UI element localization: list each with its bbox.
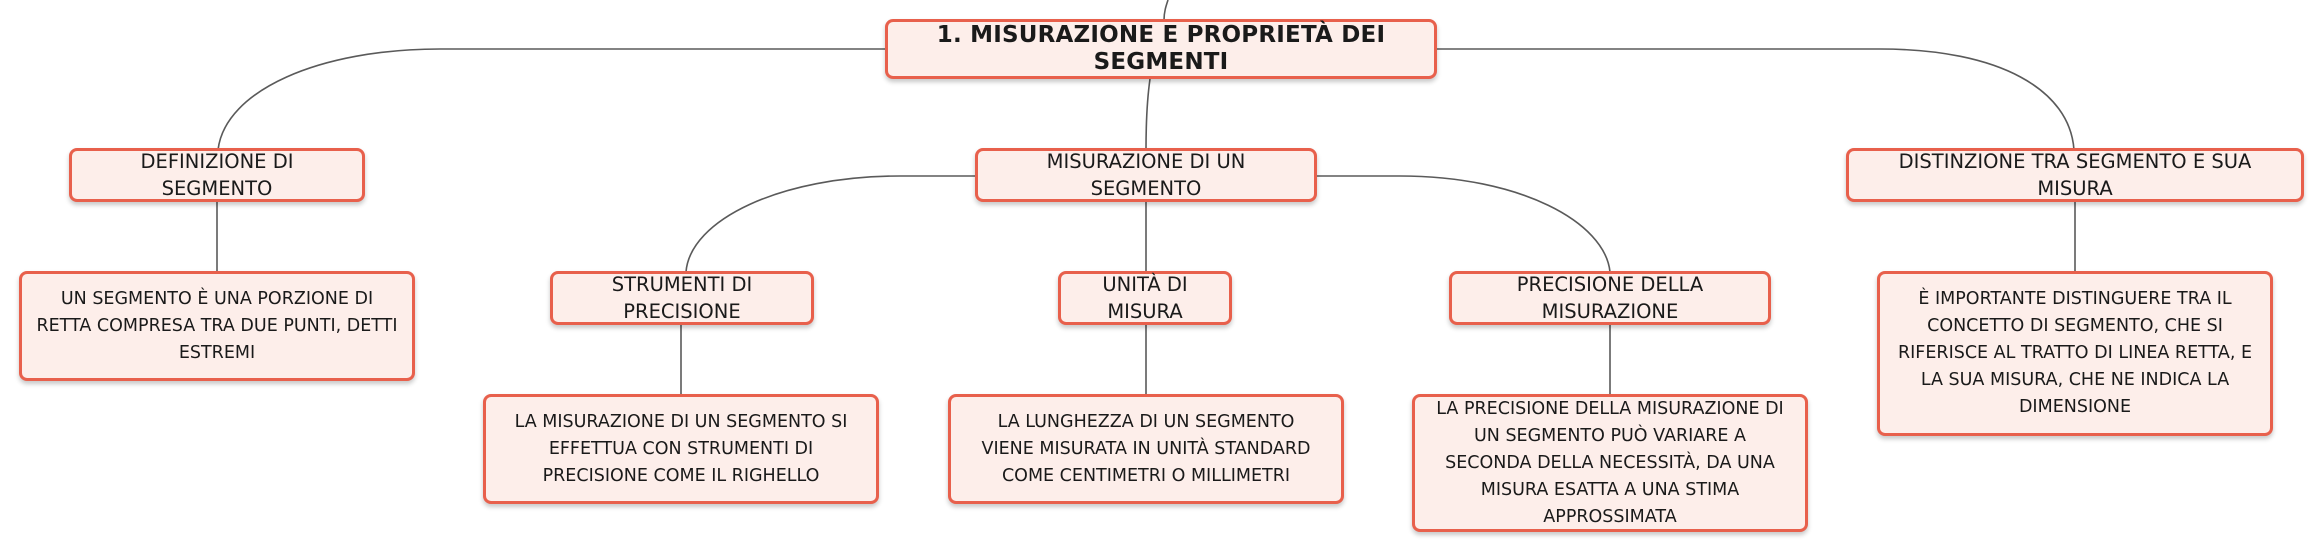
topic-label: PRECISIONE DELLA MISURAZIONE	[1516, 273, 1704, 323]
connector-misurazione-to-strumenti	[685, 175, 977, 273]
detail-strumenti-di-precisione[interactable]: LA MISURAZIONE DI UN SEGMENTO SI EFFETTU…	[483, 394, 879, 504]
topic-label: DEFINIZIONE DI SEGMENTO	[140, 150, 294, 200]
topic-label: STRUMENTI DI PRECISIONE	[611, 273, 753, 323]
root-topic[interactable]: 1. MISURAZIONE E PROPRIETÀ DEI SEGMENTI	[885, 19, 1437, 79]
detail-distinzione-tra-segmento-e-sua-misura[interactable]: È IMPORTANTE DISTINGUERE TRA IL CONCETTO…	[1877, 271, 2273, 436]
connector-root-to-definizione	[217, 48, 885, 151]
connector-root-to-misurazione	[1145, 78, 1151, 151]
detail-precisione-della-misurazione[interactable]: LA PRECISIONE DELLA MISURAZIONE DI UN SE…	[1412, 394, 1808, 532]
detail-text: LA LUNGHEZZA DI UN SEGMENTO VIENE MISURA…	[981, 411, 1311, 486]
connector-misurazione-to-precisione	[1316, 175, 1611, 273]
connector-parent-to-root	[1163, 0, 1169, 21]
connector-root-to-distinzione	[1435, 48, 2075, 151]
topic-unita-di-misura[interactable]: UNITÀ DI MISURA	[1058, 271, 1232, 325]
topic-distinzione-tra-segmento-e-sua-misura[interactable]: DISTINZIONE TRA SEGMENTO E SUA MISURA	[1846, 148, 2304, 202]
detail-text: È IMPORTANTE DISTINGUERE TRA IL CONCETTO…	[1897, 289, 2253, 417]
topic-definizione-di-segmento[interactable]: DEFINIZIONE DI SEGMENTO	[69, 148, 365, 202]
topic-label: UNITÀ DI MISURA	[1102, 273, 1188, 323]
detail-definizione-di-segmento[interactable]: UN SEGMENTO È UNA PORZIONE DI RETTA COMP…	[19, 271, 415, 381]
topic-label: DISTINZIONE TRA SEGMENTO E SUA MISURA	[1898, 150, 2252, 200]
detail-text: LA PRECISIONE DELLA MISURAZIONE DI UN SE…	[1436, 398, 1784, 527]
root-topic-label: 1. MISURAZIONE E PROPRIETÀ DEI SEGMENTI	[936, 22, 1386, 75]
topic-label: MISURAZIONE DI UN SEGMENTO	[1046, 150, 1246, 200]
topic-precisione-della-misurazione[interactable]: PRECISIONE DELLA MISURAZIONE	[1449, 271, 1771, 325]
detail-unita-di-misura[interactable]: LA LUNGHEZZA DI UN SEGMENTO VIENE MISURA…	[948, 394, 1344, 504]
detail-text: UN SEGMENTO È UNA PORZIONE DI RETTA COMP…	[36, 288, 398, 363]
detail-text: LA MISURAZIONE DI UN SEGMENTO SI EFFETTU…	[514, 411, 848, 486]
topic-misurazione-di-un-segmento[interactable]: MISURAZIONE DI UN SEGMENTO	[975, 148, 1317, 202]
topic-strumenti-di-precisione[interactable]: STRUMENTI DI PRECISIONE	[550, 271, 814, 325]
